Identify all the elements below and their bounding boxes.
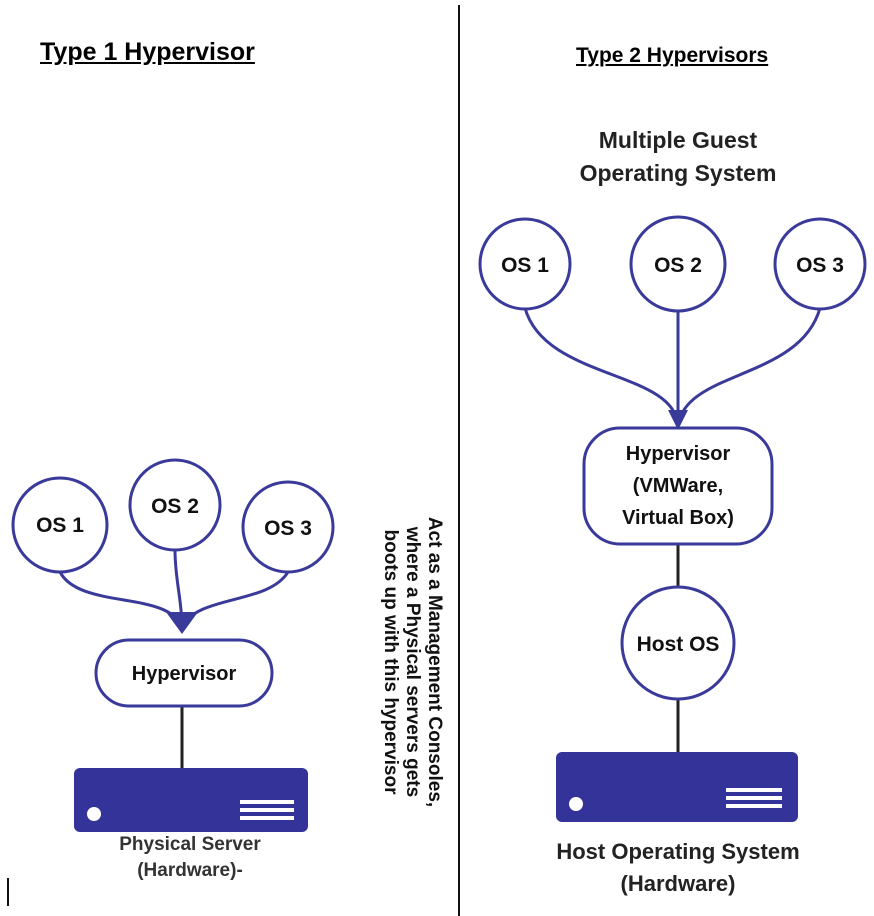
- type1-title: Type 1 Hypervisor: [40, 38, 255, 66]
- side-note-line-1: Act as a Management Consoles,: [424, 516, 445, 808]
- type2-title: Type 2 Hypervisors: [576, 44, 769, 67]
- type2-guest-caption: Multiple Guest Operating System: [540, 124, 816, 190]
- svg-text:OS 3: OS 3: [796, 254, 844, 277]
- type2-guest-os-3: OS 3: [773, 217, 867, 311]
- svg-text:(VMWare,: (VMWare,: [633, 475, 723, 497]
- type2-guest-caption-line-2: Operating System: [579, 160, 777, 186]
- side-note-line-3: boots up with this hypervisor: [380, 529, 401, 795]
- type2-server-label-line-2: (Hardware): [620, 871, 736, 896]
- svg-text:Hypervisor: Hypervisor: [626, 443, 731, 465]
- type2-guest-os-1: OS 1: [478, 217, 572, 311]
- svg-text:Hypervisor: Hypervisor: [132, 663, 237, 685]
- type2-guest-caption-line-1: Multiple Guest: [598, 127, 758, 153]
- type2-hypervisor: Hypervisor (VMWare, Virtual Box): [582, 426, 774, 546]
- svg-text:OS 2: OS 2: [654, 254, 702, 277]
- type2-host-os: Host OS: [620, 585, 736, 701]
- server-icon: [556, 752, 798, 822]
- type2-server-label-line-1: Host Operating System: [556, 839, 800, 864]
- type2-connectors: [523, 307, 822, 427]
- svg-text:Virtual Box): Virtual Box): [622, 507, 734, 529]
- server-icon: [74, 768, 308, 832]
- svg-text:Host OS: Host OS: [637, 633, 720, 656]
- vent-icon: [240, 800, 294, 820]
- type1-server-label-line-1: Physical Server: [119, 834, 261, 855]
- type1-server-label: Physical Server (Hardware)-: [60, 832, 320, 884]
- svg-text:OS 1: OS 1: [36, 514, 84, 537]
- svg-text:OS 1: OS 1: [501, 254, 549, 277]
- svg-text:OS 2: OS 2: [151, 495, 199, 518]
- type1-guest-os-2: OS 2: [128, 458, 222, 552]
- type1-hypervisor: Hypervisor: [94, 638, 274, 708]
- side-note: Act as a Management Consoles, where a Ph…: [379, 452, 445, 872]
- vent-icon: [726, 788, 782, 808]
- type1-guest-os-3: OS 3: [241, 480, 335, 574]
- arrow-head-icon: [668, 410, 688, 430]
- svg-text:OS 3: OS 3: [264, 517, 312, 540]
- arrow-head-icon: [166, 612, 198, 634]
- power-led-icon: [569, 797, 583, 811]
- side-note-line-2: where a Physical servers gets: [402, 526, 423, 798]
- power-led-icon: [87, 807, 101, 821]
- type2-server-label: Host Operating System (Hardware): [520, 836, 836, 900]
- type1-server-label-line-2: (Hardware)-: [137, 860, 243, 881]
- type1-guest-os-1: OS 1: [11, 476, 109, 574]
- type2-guest-os-2: OS 2: [629, 215, 727, 313]
